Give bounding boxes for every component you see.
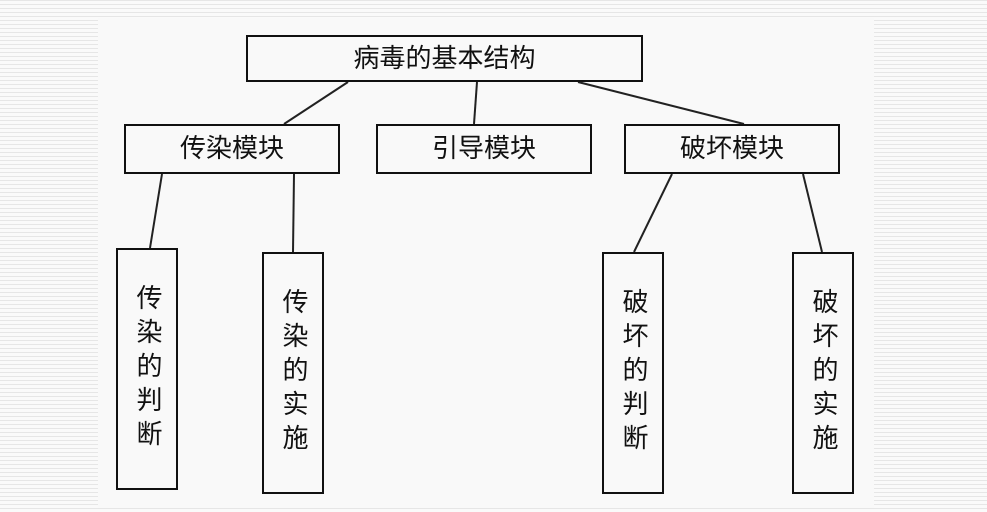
root-node-label: 病毒的基本结构 <box>353 43 536 74</box>
edge-destruction-judge <box>633 173 673 253</box>
leaf-label: 破坏的实施 <box>808 288 838 458</box>
edge-infection-execute <box>292 173 295 253</box>
edge-infection-judge <box>149 173 163 249</box>
module-label: 引导模块 <box>431 134 536 164</box>
module-node-destruction: 破坏模块 <box>624 124 840 174</box>
leaf-node-destruction-judge: 破坏的判断 <box>602 252 664 494</box>
leaf-node-destruction-execute: 破坏的实施 <box>792 252 854 494</box>
edge-destruction-execute <box>802 173 823 253</box>
leaf-label: 传染的实施 <box>278 288 308 458</box>
module-label: 破坏模块 <box>679 134 784 164</box>
edge-root-infection <box>283 81 349 125</box>
leaf-label: 破坏的判断 <box>618 288 648 458</box>
module-node-boot: 引导模块 <box>376 124 592 174</box>
diagram-canvas <box>98 18 874 508</box>
leaf-node-infection-judge: 传染的判断 <box>116 248 178 490</box>
edge-root-boot <box>473 81 478 125</box>
leaf-node-infection-execute: 传染的实施 <box>262 252 324 494</box>
module-label: 传染模块 <box>179 134 284 164</box>
leaf-label: 传染的判断 <box>132 284 162 454</box>
root-node: 病毒的基本结构 <box>246 35 643 82</box>
module-node-infection: 传染模块 <box>124 124 340 174</box>
edge-root-destruction <box>577 81 745 125</box>
